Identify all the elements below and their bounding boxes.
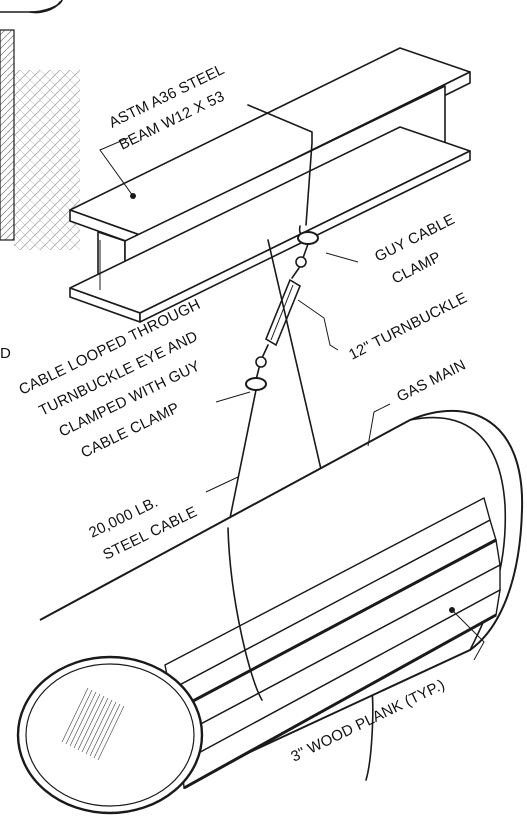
turnbuckle-label: 12" TURNBUCKLE [346, 289, 470, 363]
steel-beam [69, 47, 471, 323]
clamp-label-line1: GUY CABLE [372, 211, 458, 266]
gas-main-pipe [16, 409, 524, 815]
wall-section-detail [0, 0, 80, 250]
gas-main-label: GAS MAIN [394, 356, 469, 405]
edge-fragment-text: D [0, 345, 11, 362]
leader-lines [99, 137, 485, 661]
turnbuckle-assembly [245, 231, 319, 391]
